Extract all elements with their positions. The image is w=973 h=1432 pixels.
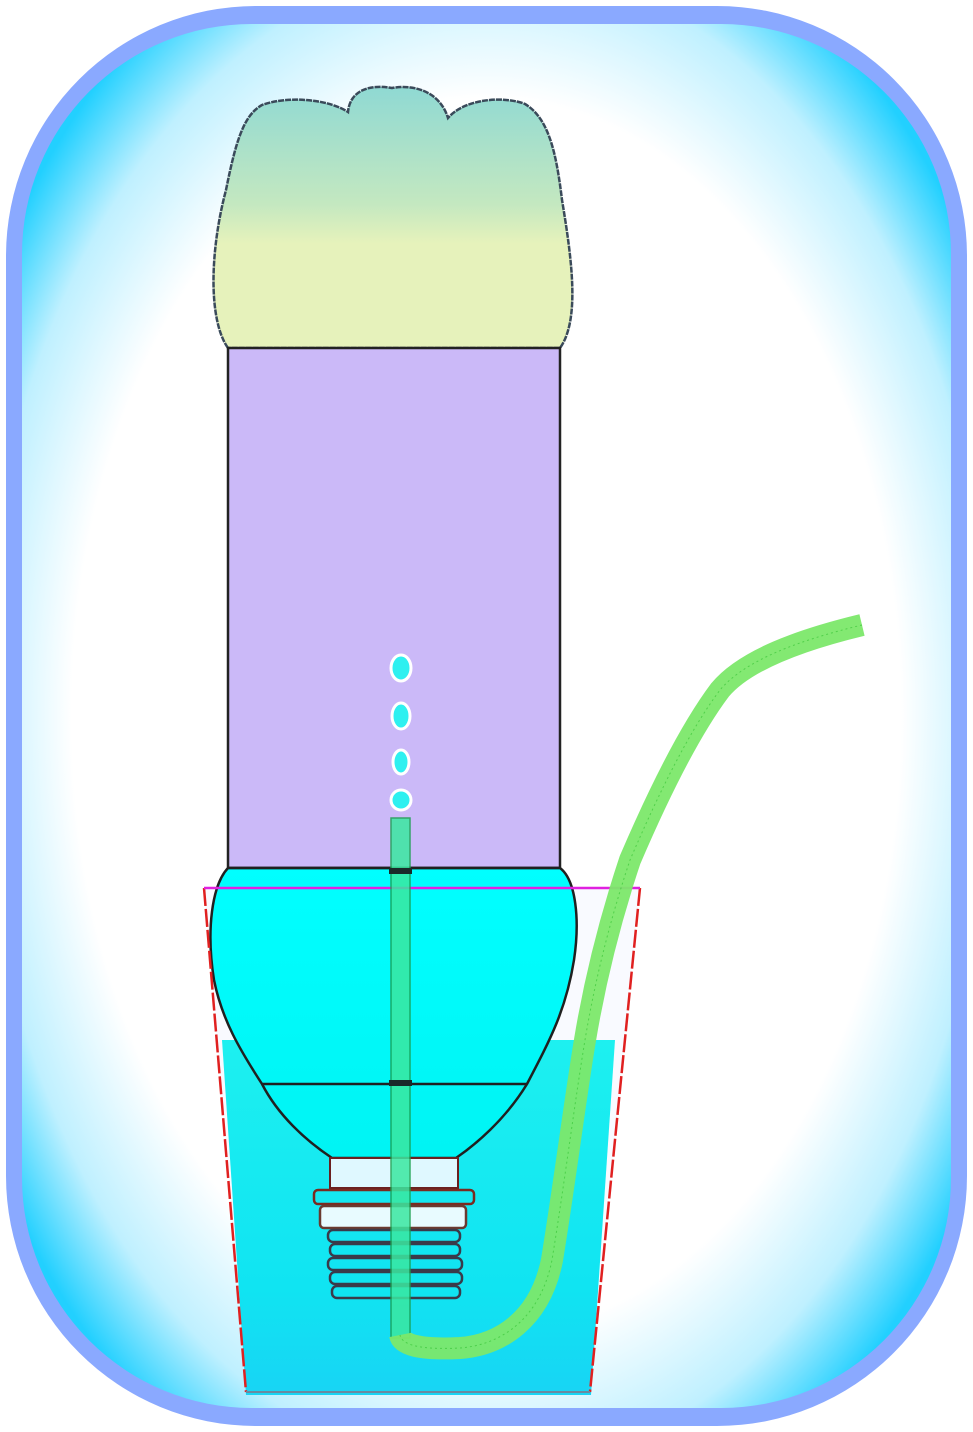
water-drop [390,701,412,731]
water-drop [389,788,413,812]
cup-right-edge [588,887,642,1393]
side-hose [389,614,865,1360]
water-drop [389,653,413,683]
water-drop [391,748,411,776]
bottle-body [226,346,562,870]
center-tube-joint-2 [389,1080,412,1086]
center-tube [390,817,411,1339]
center-tube-joint-1 [389,868,412,874]
water-drops [389,653,413,812]
bottle-cap [212,85,574,350]
cup-left-edge [202,887,248,1393]
